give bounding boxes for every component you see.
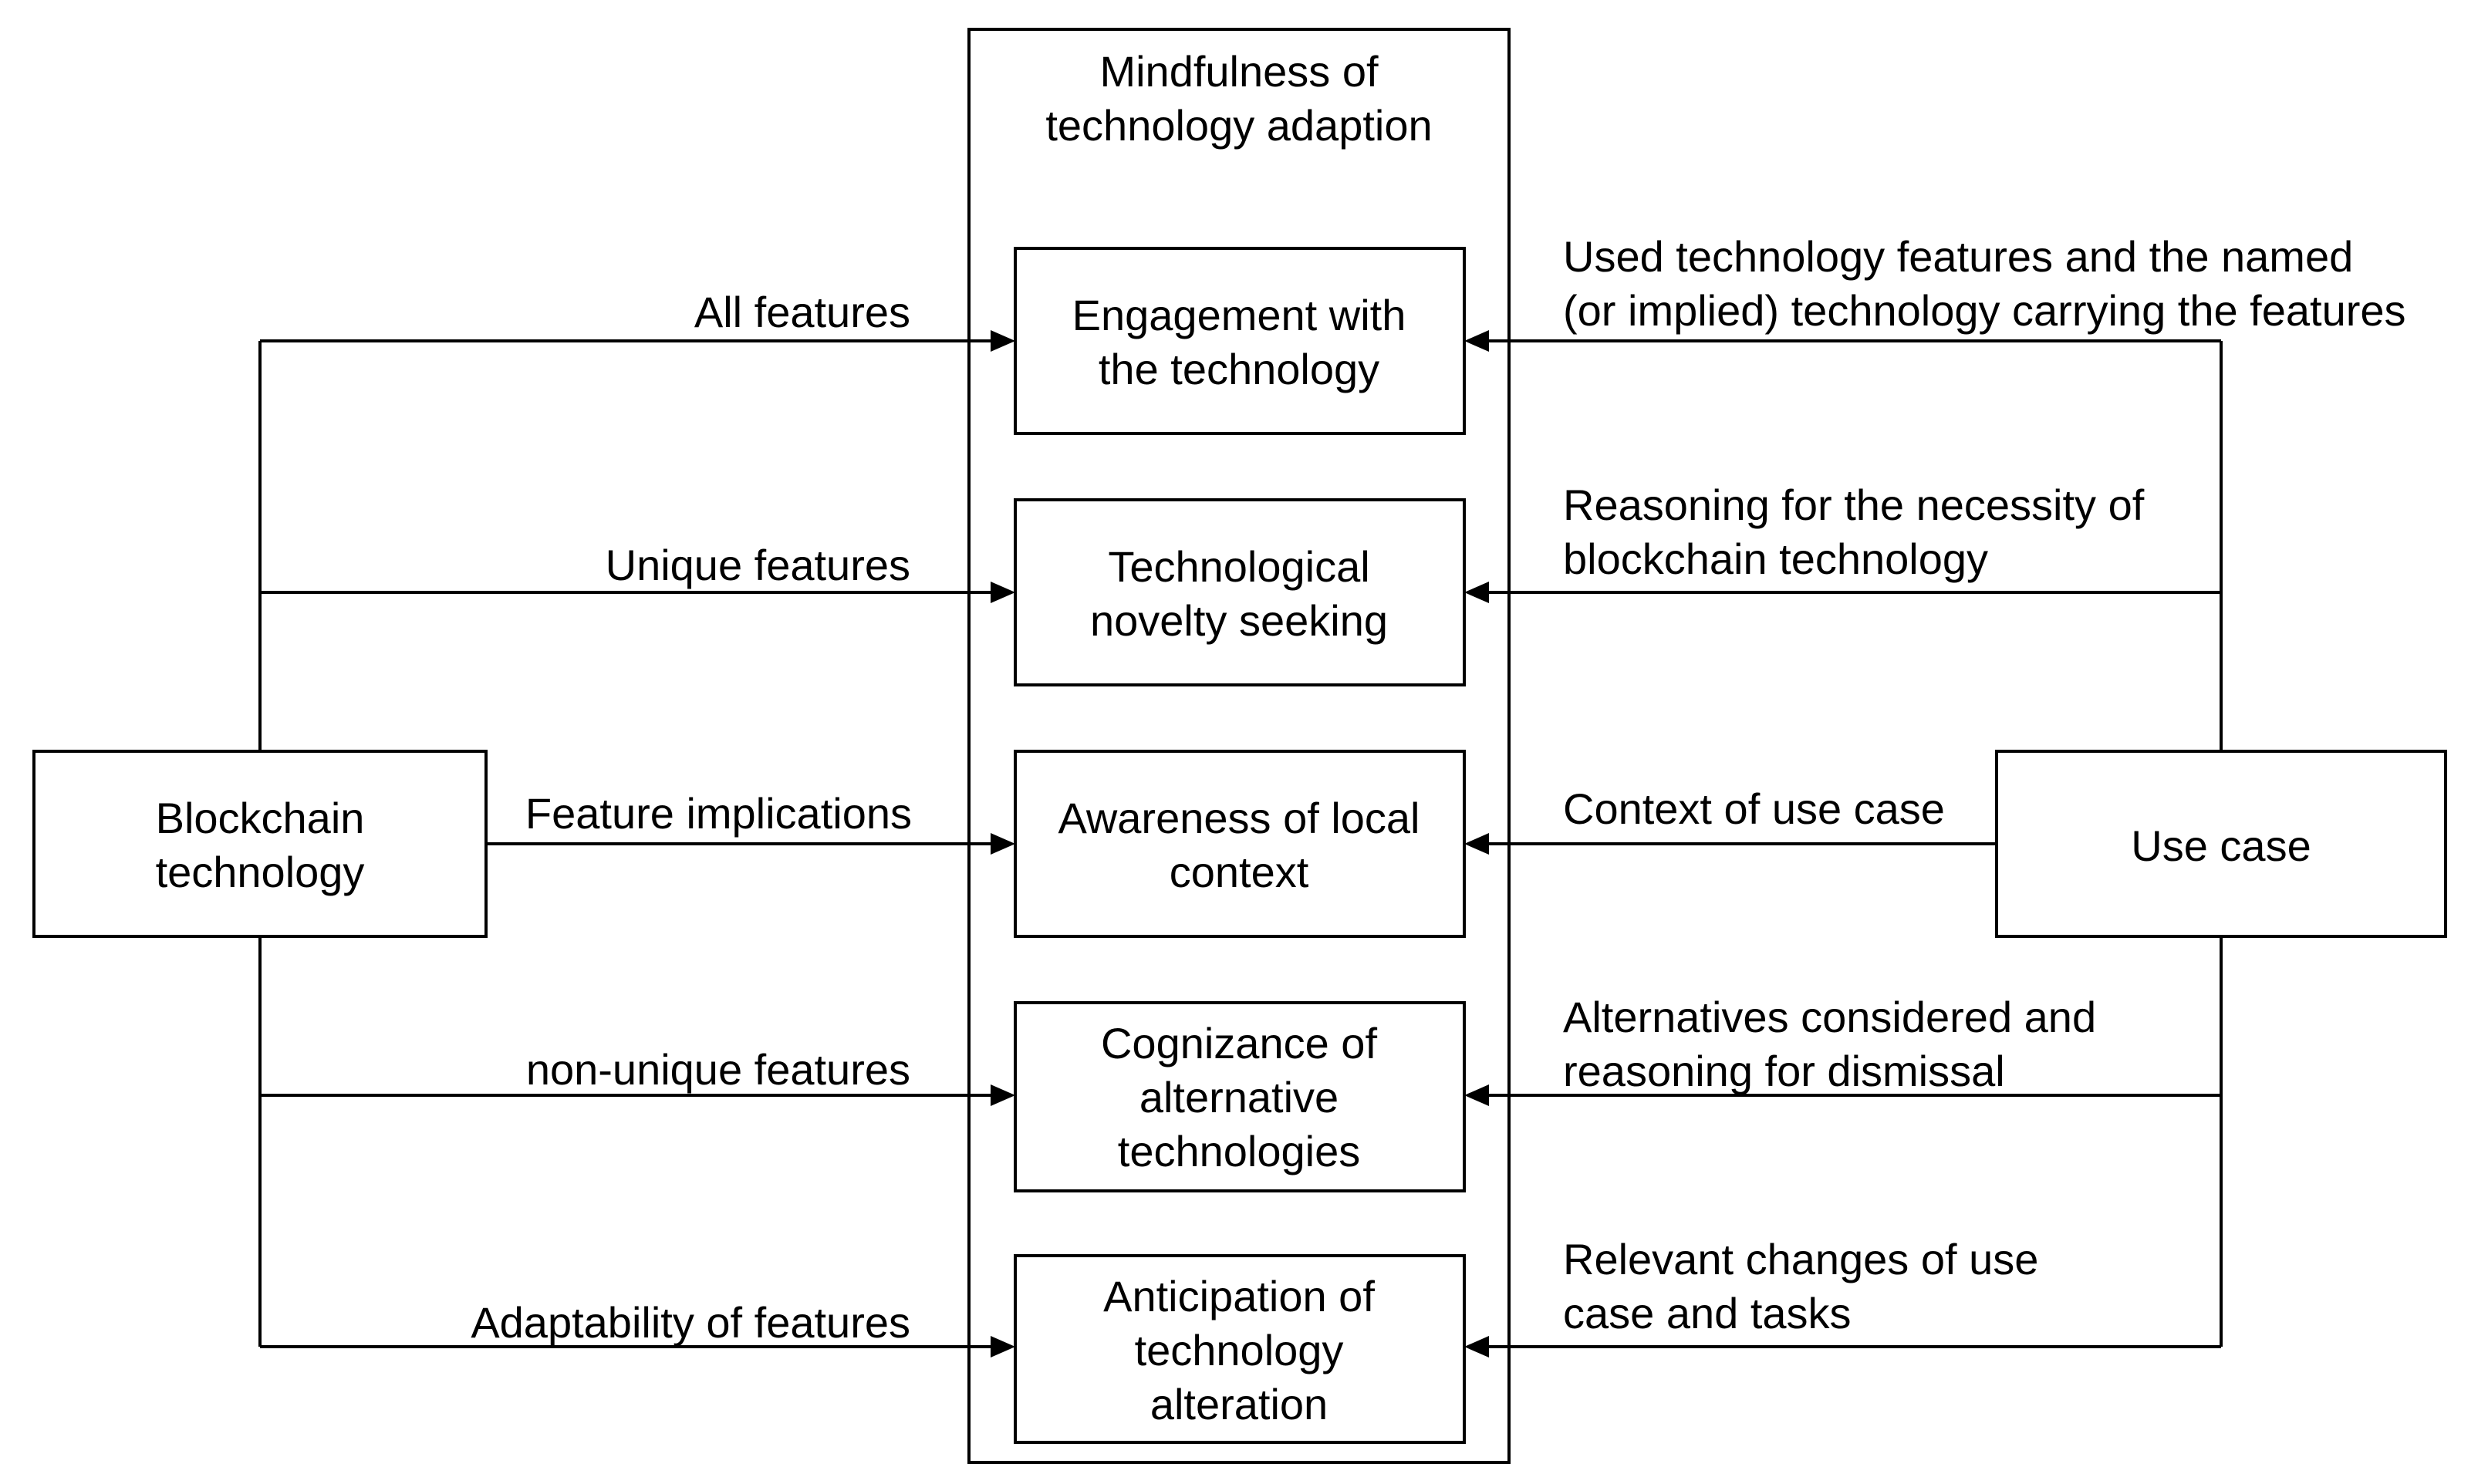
cognizance-box-line2: alternative — [1139, 1073, 1339, 1121]
label-adaptability-of-features: Adaptability of features — [471, 1298, 910, 1347]
engagement-box-line1: Engagement with — [1072, 291, 1406, 339]
arrowhead-adaptability — [991, 1336, 1015, 1358]
arrowhead-feature-implications — [991, 833, 1015, 855]
engagement-box — [1014, 247, 1466, 435]
blockchain-technology-box — [32, 750, 488, 938]
arrowhead-non-unique-features — [991, 1084, 1015, 1106]
anticipation-box-line1: Anticipation of — [1103, 1272, 1375, 1320]
label-context-of-use-case: Context of use case — [1563, 784, 1945, 833]
use-case-box-label: Use case — [2131, 821, 2311, 870]
right-connectors — [1464, 330, 2223, 1358]
anticipation-box-line3: alteration — [1150, 1380, 1328, 1428]
awareness-box-line2: context — [1170, 848, 1309, 896]
arrowhead-alternatives — [1464, 1084, 1489, 1106]
label-all-features: All features — [694, 288, 910, 336]
novelty-box — [1014, 498, 1466, 686]
arrowhead-all-features — [991, 330, 1015, 352]
label-used-features-line2: (or implied) technology carrying the fea… — [1563, 286, 2406, 335]
arrowhead-context — [1464, 833, 1489, 855]
label-non-unique-features: non-unique features — [526, 1045, 910, 1094]
blockchain-box-line2: technology — [156, 848, 365, 896]
engagement-box-line2: the technology — [1099, 345, 1379, 393]
novelty-box-line2: novelty seeking — [1090, 596, 1388, 645]
cognizance-box — [1014, 1001, 1466, 1192]
label-necessity-line1: Reasoning for the necessity of — [1563, 481, 2145, 529]
cognizance-box-line3: technologies — [1118, 1127, 1360, 1175]
arrowhead-necessity — [1464, 582, 1489, 603]
arrowhead-relevant-changes — [1464, 1336, 1489, 1358]
label-relevant-changes-line2: case and tasks — [1563, 1289, 1852, 1337]
label-feature-implications: Feature implications — [525, 789, 912, 838]
cognizance-box-line1: Cognizance of — [1101, 1019, 1377, 1067]
label-alternatives-line1: Alternatives considered and — [1563, 993, 2096, 1041]
anticipation-box — [1014, 1254, 1466, 1444]
left-connectors — [258, 330, 1015, 1358]
label-used-features-line1: Used technology features and the named — [1563, 232, 2353, 281]
label-unique-features: Unique features — [606, 541, 910, 589]
blockchain-box-line1: Blockchain — [156, 794, 365, 842]
mindfulness-container — [967, 28, 1511, 1464]
label-alternatives-line2: reasoning for dismissal — [1563, 1047, 2005, 1095]
anticipation-box-line2: technology — [1135, 1326, 1344, 1374]
label-necessity-line2: blockchain technology — [1563, 535, 1988, 583]
arrowhead-unique-features — [991, 582, 1015, 603]
container-title-line1: Mindfulness of — [1099, 47, 1379, 96]
arrowhead-used-features — [1464, 330, 1489, 352]
awareness-box — [1014, 750, 1466, 938]
container-title-line2: technology adaption — [1045, 101, 1432, 150]
novelty-box-line1: Technological — [1108, 542, 1369, 591]
awareness-box-line1: Awareness of local — [1058, 794, 1420, 842]
label-relevant-changes-line1: Relevant changes of use — [1563, 1235, 2038, 1283]
